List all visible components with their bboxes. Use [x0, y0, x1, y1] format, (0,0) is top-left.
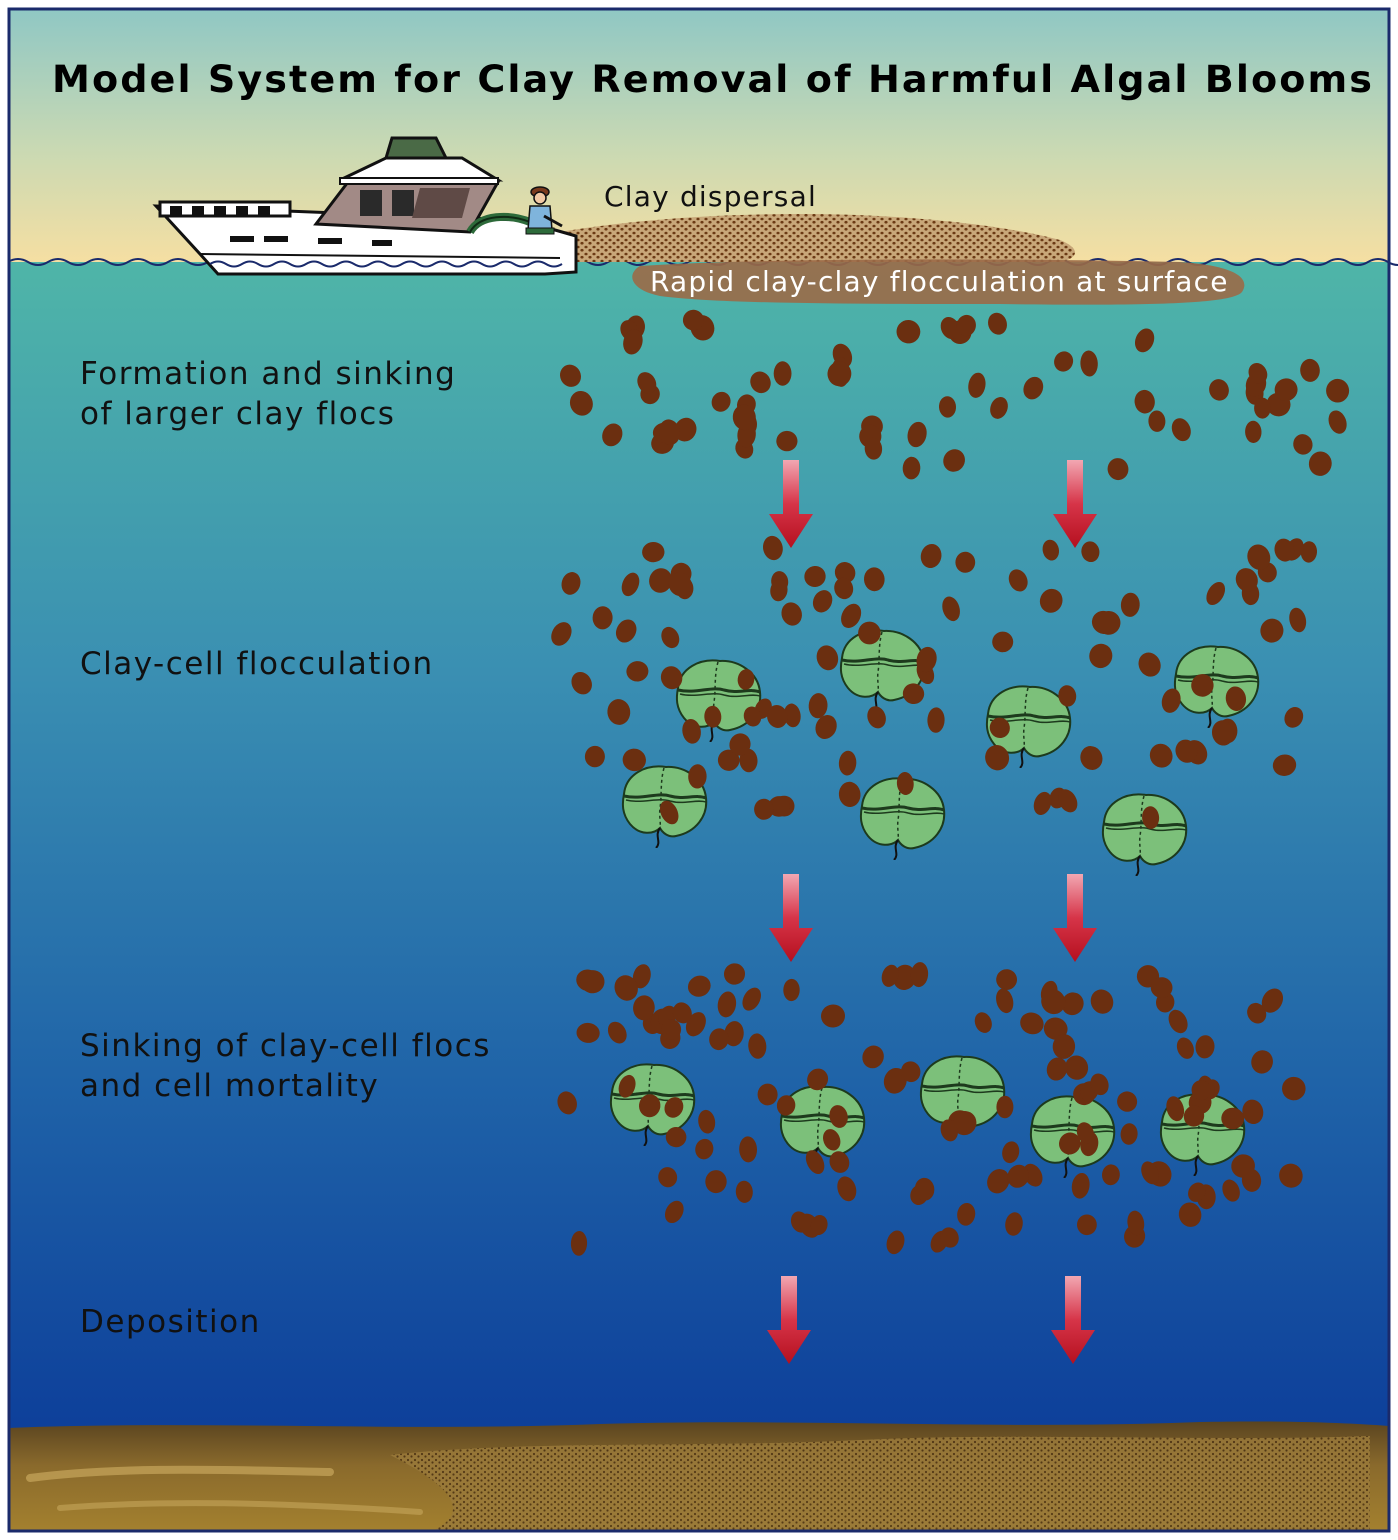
stage-label-formation: Formation and sinking [80, 356, 456, 392]
stage-label-sinking-2: and cell mortality [80, 1068, 379, 1104]
stage-label-deposition: Deposition [80, 1304, 261, 1340]
sediment-layer [8, 1421, 1390, 1532]
stage-label-sinking: Sinking of clay-cell flocs [80, 1028, 491, 1064]
surface-flocculation-label: Rapid clay-clay flocculation at surface [650, 265, 1229, 298]
stage-label-clay-cell: Clay-cell flocculation [80, 646, 434, 682]
clay-floc-icon [774, 361, 792, 385]
clay-dispersal-label: Clay dispersal [604, 180, 817, 213]
stage-label-formation-2: of larger clay flocs [80, 396, 395, 432]
diagram-title: Model System for Clay Removal of Harmful… [52, 58, 1374, 101]
clay-floc-icon [776, 431, 797, 451]
